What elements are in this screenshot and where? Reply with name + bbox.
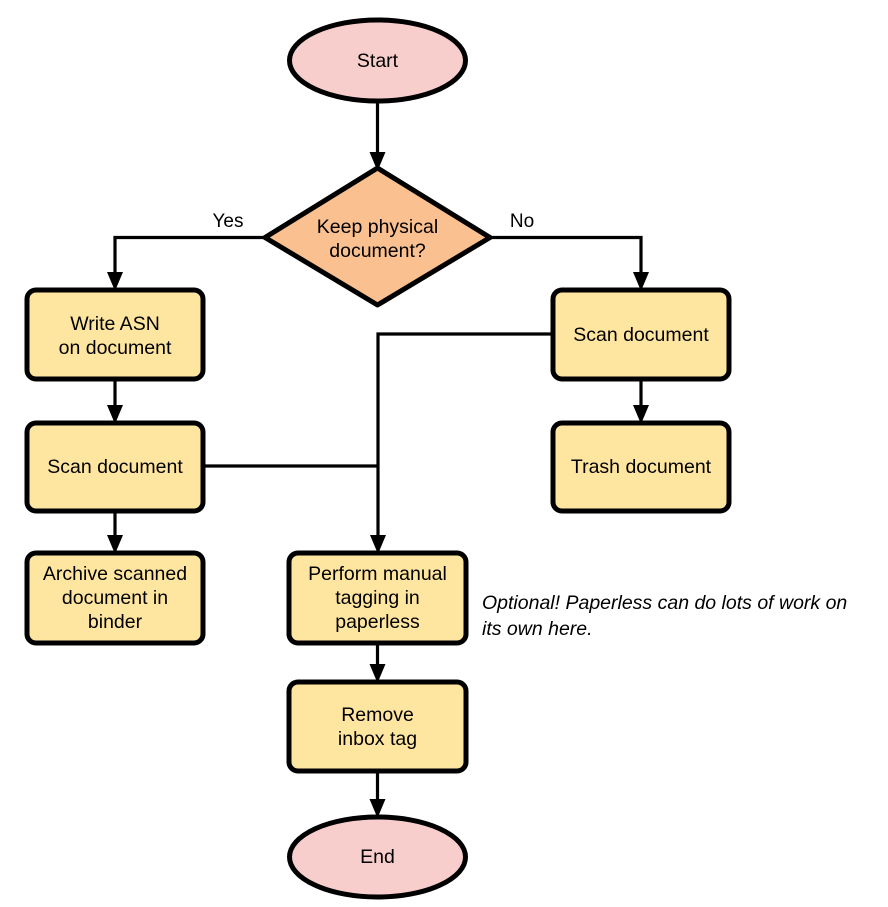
edge-scan-left-to-archive <box>107 511 123 554</box>
arrow-head-icon <box>107 535 123 554</box>
node-write-asn-on-document[interactable]: Write ASN on document <box>24 287 206 382</box>
node-decision-label-line1: Keep physical <box>317 216 438 238</box>
node-end[interactable]: End <box>287 814 468 900</box>
edge-scan-right-to-trash <box>633 379 649 424</box>
arrow-head-icon <box>107 405 123 424</box>
node-scan-document-right[interactable]: Scan document <box>550 287 732 382</box>
annotation-optional-note: Optional! Paperless can do lots of work … <box>482 592 847 640</box>
annotation-line1: Optional! Paperless can do lots of work … <box>482 592 847 614</box>
node-perform-manual-tagging[interactable]: Perform manual tagging in paperless <box>286 550 469 646</box>
node-remove-inbox-label-line1: Remove <box>341 704 414 726</box>
node-start-label: Start <box>357 50 399 72</box>
node-tagging-label-line1: Perform manual <box>308 563 447 585</box>
node-write-asn-label-line2: on document <box>59 337 172 359</box>
node-archive-label-line2: document in <box>62 587 168 609</box>
node-archive-label-line1: Archive scanned <box>43 563 187 585</box>
arrow-head-icon <box>107 272 123 291</box>
node-scan-document-right-label: Scan document <box>573 324 709 346</box>
node-tagging-label-line3: paperless <box>335 611 420 633</box>
arrow-head-icon <box>369 799 386 818</box>
node-decision-keep-physical-document[interactable]: Keep physical document? <box>262 165 493 308</box>
node-scan-document-left[interactable]: Scan document <box>24 420 206 514</box>
arrow-head-icon <box>370 535 386 554</box>
node-archive-label-line3: binder <box>88 611 143 633</box>
edge-label-no: No <box>510 211 534 232</box>
arrow-head-icon <box>633 405 649 424</box>
edge-tagging-to-remove-inbox <box>369 643 386 683</box>
node-archive-scanned-document[interactable]: Archive scanned document in binder <box>24 550 206 646</box>
node-write-asn-label-line1: Write ASN <box>70 313 160 335</box>
edge-decision-no-to-scan-right <box>490 235 649 291</box>
arrow-head-icon <box>369 664 386 683</box>
node-remove-inbox-label-line2: inbox tag <box>338 728 417 750</box>
node-scan-document-left-label: Scan document <box>47 456 183 478</box>
edge-write-asn-to-scan-left <box>107 379 123 424</box>
node-remove-inbox-tag[interactable]: Remove inbox tag <box>286 679 469 774</box>
node-decision-label-line2: document? <box>329 240 426 262</box>
arrow-head-icon <box>633 272 649 291</box>
arrow-head-icon <box>369 152 386 171</box>
node-start[interactable]: Start <box>287 17 468 104</box>
node-trash-document[interactable]: Trash document <box>550 420 732 514</box>
edge-decision-yes-to-write-asn <box>107 235 265 291</box>
annotation-line2: its own here. <box>482 618 593 640</box>
edge-remove-inbox-to-end <box>369 771 386 818</box>
edge-start-to-decision <box>369 101 386 171</box>
node-end-label: End <box>360 846 395 868</box>
node-trash-document-label: Trash document <box>571 456 712 478</box>
edge-layer <box>107 101 649 818</box>
edge-scan-right-to-tagging <box>376 332 553 540</box>
edge-label-yes: Yes <box>213 211 244 232</box>
node-tagging-label-line2: tagging in <box>335 587 420 609</box>
